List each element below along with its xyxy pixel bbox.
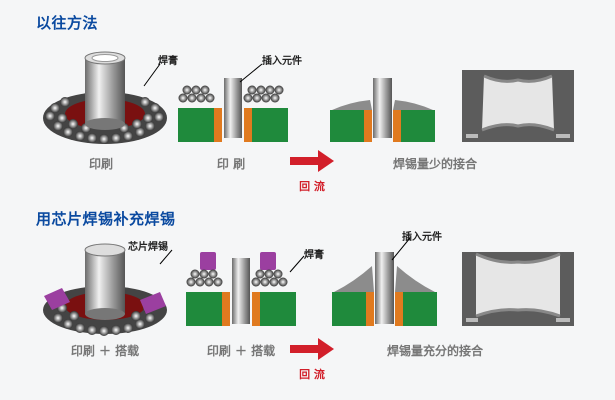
section2-caption-print1: 印刷 ＋ 搭载 bbox=[70, 344, 140, 358]
leader-line bbox=[391, 237, 411, 261]
section2-label-paste: 焊膏 bbox=[304, 250, 324, 261]
micrograph-full-joint bbox=[462, 252, 574, 326]
section2-title: 用芯片焊锡补充焊锡 bbox=[36, 210, 176, 228]
section2-label-pin: 插入元件 bbox=[402, 232, 442, 243]
section1-caption-print1: 印刷 bbox=[88, 157, 113, 171]
micrograph-small-joint bbox=[462, 70, 574, 142]
cross-section-paste-printed bbox=[178, 78, 288, 142]
leader-line bbox=[239, 63, 263, 83]
section1-label-pin: 插入元件 bbox=[262, 56, 302, 67]
section2-label-preform: 芯片焊锡 bbox=[128, 242, 168, 253]
section1-caption-result: 焊锡量少的接合 bbox=[392, 157, 477, 171]
section2-caption-result: 焊锡量充分的接合 bbox=[386, 344, 483, 358]
section2-caption-print2: 印刷 ＋ 搭载 bbox=[206, 344, 276, 358]
reflow-arrow-icon bbox=[290, 150, 334, 172]
leader-line bbox=[143, 63, 161, 87]
section1-caption-print2: 印 刷 bbox=[216, 157, 246, 171]
cross-section-paste-preform bbox=[186, 252, 296, 326]
leader-line bbox=[289, 255, 305, 273]
cylinder-preform-3d-illustration bbox=[43, 243, 167, 336]
cylinder-paste-3d-illustration bbox=[43, 51, 167, 144]
section1-label-paste: 焊膏 bbox=[158, 56, 178, 67]
section2-reflow-label: 回 流 bbox=[299, 368, 325, 381]
section1-title: 以往方法 bbox=[36, 14, 99, 32]
leader-line bbox=[159, 249, 173, 265]
reflow-arrow-icon bbox=[290, 338, 334, 360]
cross-section-reflow-small bbox=[330, 78, 435, 142]
section1-reflow-label: 回 流 bbox=[299, 180, 325, 193]
cross-section-reflow-full bbox=[332, 252, 437, 326]
